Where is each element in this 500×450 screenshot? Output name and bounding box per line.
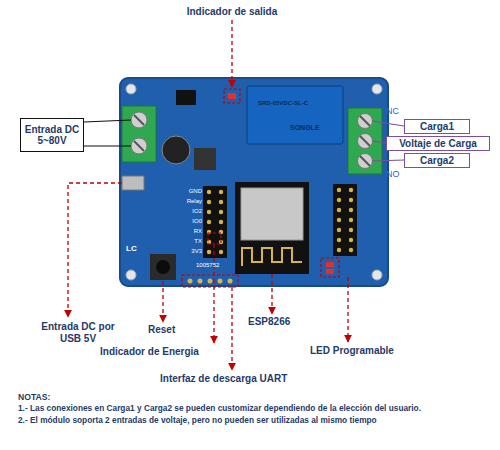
mount-holes [126,84,382,280]
pin-label: IO0 [178,218,202,226]
callout-label: Indicador de Energia [100,346,212,358]
output-led [228,93,236,99]
pin-header [333,184,357,256]
load-box: Carga2 [404,153,470,168]
pin-label: RX [178,228,202,236]
pin-label: NC [386,106,406,117]
callout-label: LED Programable [310,345,400,357]
screws [358,114,373,169]
relay-marking: SONGLE [290,124,340,133]
box-text: Carga2 [420,155,454,166]
metal-shield [241,188,303,240]
pin-label: NO [386,169,406,180]
usb-connector [122,176,144,190]
relay [247,86,343,144]
leader-line [68,20,348,370]
relay-marking: SRD-05VDC-SL-C [258,100,338,108]
screw-slots [134,115,144,151]
load-box: Carga1 [404,119,470,134]
pin-label: IO2 [178,208,202,216]
load-box: Voltaje de Carga [386,136,490,151]
chip [176,90,196,105]
pin-label: Relay [178,198,202,206]
callout-label: Indicador de salida [172,6,292,18]
callout-label: ESP8266 [248,316,308,328]
pin-label: 3V3 [178,248,202,256]
screws [131,112,147,154]
box-text: Carga1 [420,121,454,132]
input-box: Entrada DC 5~80V [20,118,84,152]
pin-label: TX [178,238,202,246]
callout-label: Reset [148,324,188,336]
pcb [120,78,388,286]
uart-pads [188,279,233,284]
terminal-block [122,106,156,162]
esp-module [235,182,309,274]
silkscreen-text: LC [126,244,146,254]
capacitor [162,136,190,164]
inductor [194,148,216,170]
box-text: Entrada DC 5~80V [21,124,83,146]
wire [84,120,131,146]
terminal-block [348,108,382,174]
note-text: 1.- Las conexiones en Carga1 y Carga2 se… [18,404,498,414]
screw-slots [360,116,370,166]
antenna [242,248,302,266]
reset-button [150,254,176,280]
pin-header [203,186,227,258]
led [326,269,334,274]
pin-label: GND [178,188,202,196]
silkscreen-text: 1005752 [196,262,232,270]
callout-label: Interfaz de descarga UART [160,373,310,385]
highlight-box [182,89,339,287]
note-text: 2.- El módulo soporta 2 entradas de volt… [18,416,498,426]
led [326,262,334,267]
box-text: Voltaje de Carga [399,138,477,149]
callout-label: Entrada DC por USB 5V [36,321,120,344]
button-cap [156,260,170,274]
note-heading: NOTAS: [18,392,78,402]
